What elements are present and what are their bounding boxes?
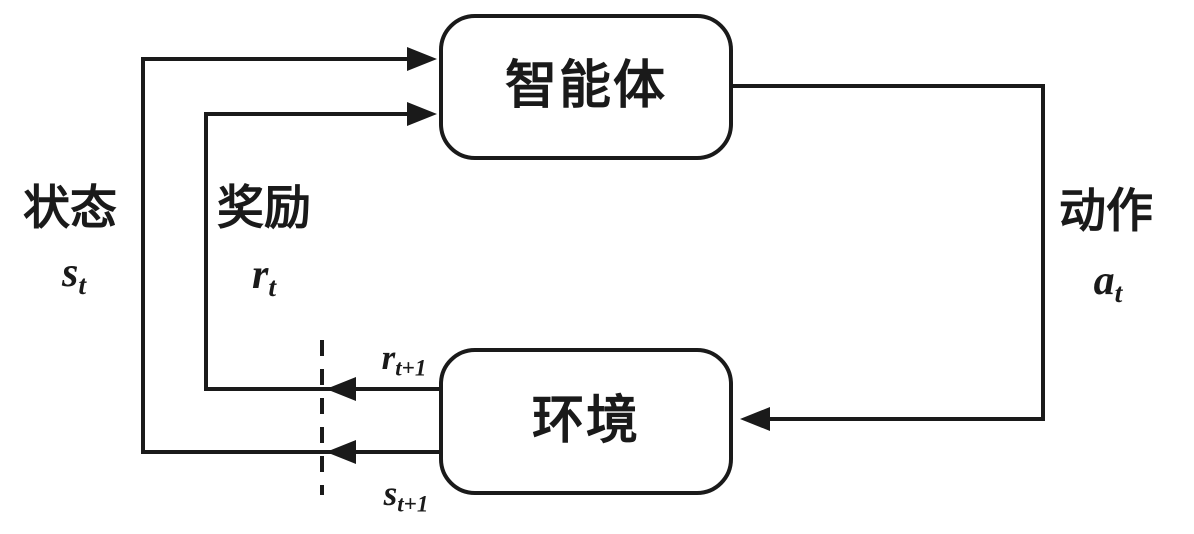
reward-into-agent-arrowhead — [407, 102, 437, 126]
state-symbol: st — [62, 252, 86, 298]
reward-symbol: rt — [252, 254, 276, 300]
reward-symbol-subscript: t — [268, 270, 277, 302]
agent-node: 智能体 — [439, 14, 733, 160]
state-feedback-line — [141, 57, 439, 454]
next-reward-symbol: rt+1 — [382, 340, 427, 380]
action-symbol-base: a — [1093, 258, 1115, 304]
action-edge-label: 动作 — [1059, 186, 1153, 238]
state-edge-label: 状态 — [23, 183, 117, 235]
reward-symbol-base: r — [251, 252, 269, 298]
next-state-symbol: st+1 — [384, 476, 429, 516]
reward-feedback-line — [204, 112, 439, 391]
state-symbol-subscript: t — [78, 268, 87, 300]
next-state-symbol-subscript: t+1 — [397, 490, 429, 517]
next-state-arrowhead — [326, 440, 356, 464]
action-symbol-subscript: t — [1114, 276, 1123, 308]
reward-edge-label: 奖励 — [217, 183, 311, 235]
action-line — [732, 84, 1045, 421]
environment-node-label: 环境 — [531, 392, 640, 450]
next-reward-symbol-base: r — [381, 338, 396, 377]
agent-node-label: 智能体 — [504, 58, 667, 115]
next-state-symbol-base: s — [383, 474, 398, 513]
next-reward-symbol-subscript: t+1 — [395, 354, 427, 381]
action-into-env-arrowhead — [740, 407, 770, 431]
action-symbol: at — [1094, 260, 1123, 306]
state-into-agent-arrowhead — [407, 47, 437, 71]
environment-node: 环境 — [439, 348, 733, 495]
next-reward-arrowhead — [326, 377, 356, 401]
state-symbol-base: s — [61, 250, 79, 296]
